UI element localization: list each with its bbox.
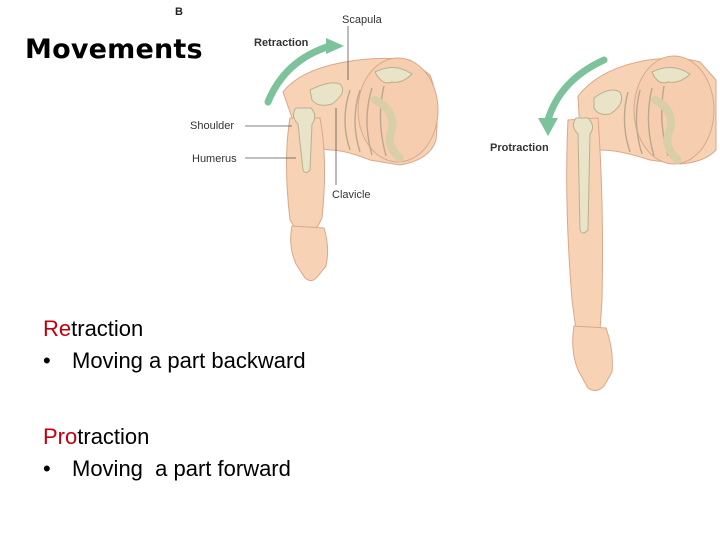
protraction-vertebra <box>651 67 691 84</box>
term-protraction: Protraction • Moving a part forward <box>43 422 291 486</box>
term-protraction-title: Protraction <box>43 422 291 452</box>
figure-panel-letter: B <box>175 6 183 18</box>
label-scapula: Scapula <box>342 14 383 26</box>
bullet-icon: • <box>43 456 51 481</box>
retraction-arrow <box>264 42 334 106</box>
protraction-scapula-bone <box>593 89 623 115</box>
protraction-arrowhead <box>538 118 558 136</box>
label-clavicle: Clavicle <box>332 189 371 201</box>
retraction-arrowhead <box>326 38 344 54</box>
protraction-ribcage <box>623 85 669 157</box>
retraction-humerus <box>292 107 316 173</box>
term-protraction-rest: traction <box>77 424 150 449</box>
term-retraction-accent: Re <box>43 316 72 341</box>
retraction-figure <box>245 26 439 282</box>
term-protraction-accent: Pro <box>43 424 78 449</box>
term-retraction: Retraction • Moving a part backward <box>43 314 306 378</box>
term-retraction-definition: Moving a part backward <box>72 348 306 373</box>
term-protraction-definition: Moving a part forward <box>72 456 291 481</box>
retraction-scapula-bone <box>309 82 344 106</box>
protraction-spine <box>651 96 682 164</box>
term-protraction-bullet-line: • Moving a part forward <box>43 452 291 486</box>
bullet-icon: • <box>43 348 51 373</box>
retraction-hand <box>290 225 329 282</box>
protraction-humerus <box>572 117 594 234</box>
retraction-vertebra <box>374 67 413 84</box>
slide-title: Movements <box>25 34 203 65</box>
label-humerus: Humerus <box>192 153 237 165</box>
retraction-ribcage <box>344 85 387 157</box>
protraction-arrow <box>544 56 608 124</box>
term-retraction-bullet-line: • Moving a part backward <box>43 344 306 378</box>
protraction-figure <box>538 55 717 392</box>
label-retraction: Retraction <box>254 37 309 49</box>
term-retraction-rest: traction <box>71 316 144 341</box>
protraction-hand <box>572 325 613 392</box>
protraction-head <box>633 55 715 165</box>
retraction-spine <box>371 96 404 162</box>
label-shoulder: Shoulder <box>190 120 234 132</box>
retraction-head <box>357 57 439 163</box>
label-protraction: Protraction <box>490 142 549 154</box>
term-retraction-title: Retraction <box>43 314 306 344</box>
